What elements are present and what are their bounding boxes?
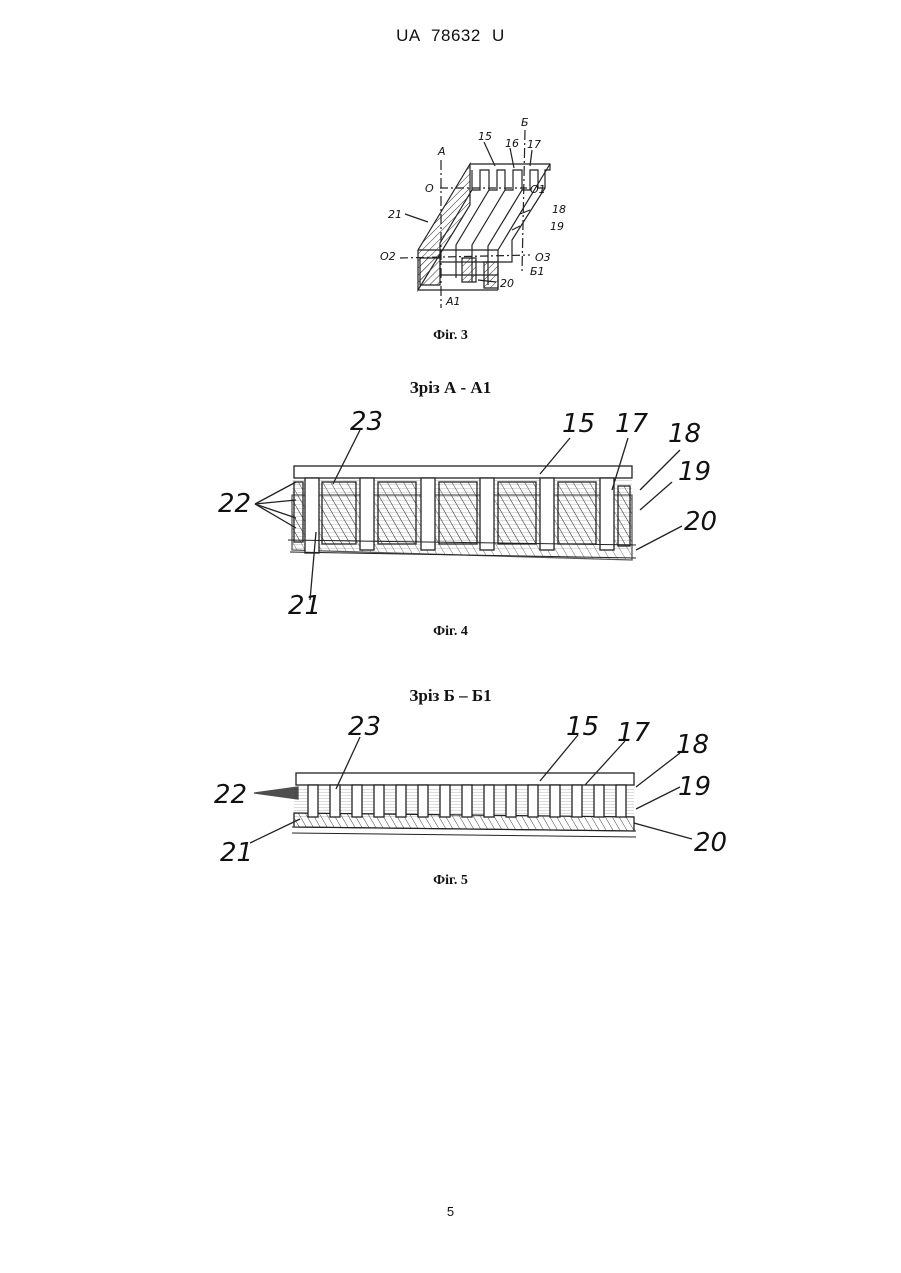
fig3-label-18: 18 xyxy=(552,203,566,216)
figure-4-title: Зріз А - А1 xyxy=(0,378,901,398)
fig3-label-20: 20 xyxy=(500,277,514,290)
fig4-label-19: 19 xyxy=(678,457,711,487)
fig5-label-18: 18 xyxy=(676,730,709,760)
fig4-label-20: 20 xyxy=(684,507,717,537)
fig3-label-19: 19 xyxy=(550,220,564,233)
fig5-label-20: 20 xyxy=(694,828,727,858)
page-number: 5 xyxy=(0,1204,901,1219)
fig5-label-19: 19 xyxy=(678,772,711,802)
figure-3-drawing: 15 16 17 Б A O O1 21 18 19 O2 O3 Б1 20 A… xyxy=(0,0,901,330)
figure-4-caption: Фіг. 4 xyxy=(0,624,901,640)
fig3-label-15: 15 xyxy=(478,130,492,143)
fig4-label-18: 18 xyxy=(668,419,701,449)
fig5-label-22: 22 xyxy=(214,780,247,810)
fig5-label-23: 23 xyxy=(348,712,381,742)
fig3-label-21: 21 xyxy=(388,208,402,221)
fig5-label-21: 21 xyxy=(220,838,253,868)
fig4-label-21: 21 xyxy=(288,591,321,621)
fig3-label-16: 16 xyxy=(505,137,519,150)
fig3-label-b: Б xyxy=(521,116,529,129)
fig3-label-o: O xyxy=(425,182,434,195)
fig3-label-o1: O1 xyxy=(530,183,546,196)
figure-4-drawing: 23 15 17 18 19 22 20 21 xyxy=(0,400,901,630)
figure-5-caption: Фіг. 5 xyxy=(0,873,901,889)
figure-5-drawing: 23 15 17 18 22 19 21 20 xyxy=(0,705,901,875)
fig3-label-o3: O3 xyxy=(535,251,551,264)
fig4-label-22: 22 xyxy=(218,489,251,519)
fig4-label-17: 17 xyxy=(615,409,649,439)
fig5-label-17: 17 xyxy=(617,718,651,748)
fig3-label-a: A xyxy=(437,145,446,158)
fig5-label-15: 15 xyxy=(566,712,599,742)
fig3-label-o2: O2 xyxy=(380,250,396,263)
fig4-label-23: 23 xyxy=(350,407,383,437)
fig3-label-b1: Б1 xyxy=(530,265,545,278)
figure-5-title: Зріз Б – Б1 xyxy=(0,686,901,706)
fig4-label-15: 15 xyxy=(562,409,595,439)
fig3-label-a1: A1 xyxy=(445,295,461,308)
figure-3-caption: Фіг. 3 xyxy=(0,328,901,344)
fig3-label-17: 17 xyxy=(527,138,541,151)
